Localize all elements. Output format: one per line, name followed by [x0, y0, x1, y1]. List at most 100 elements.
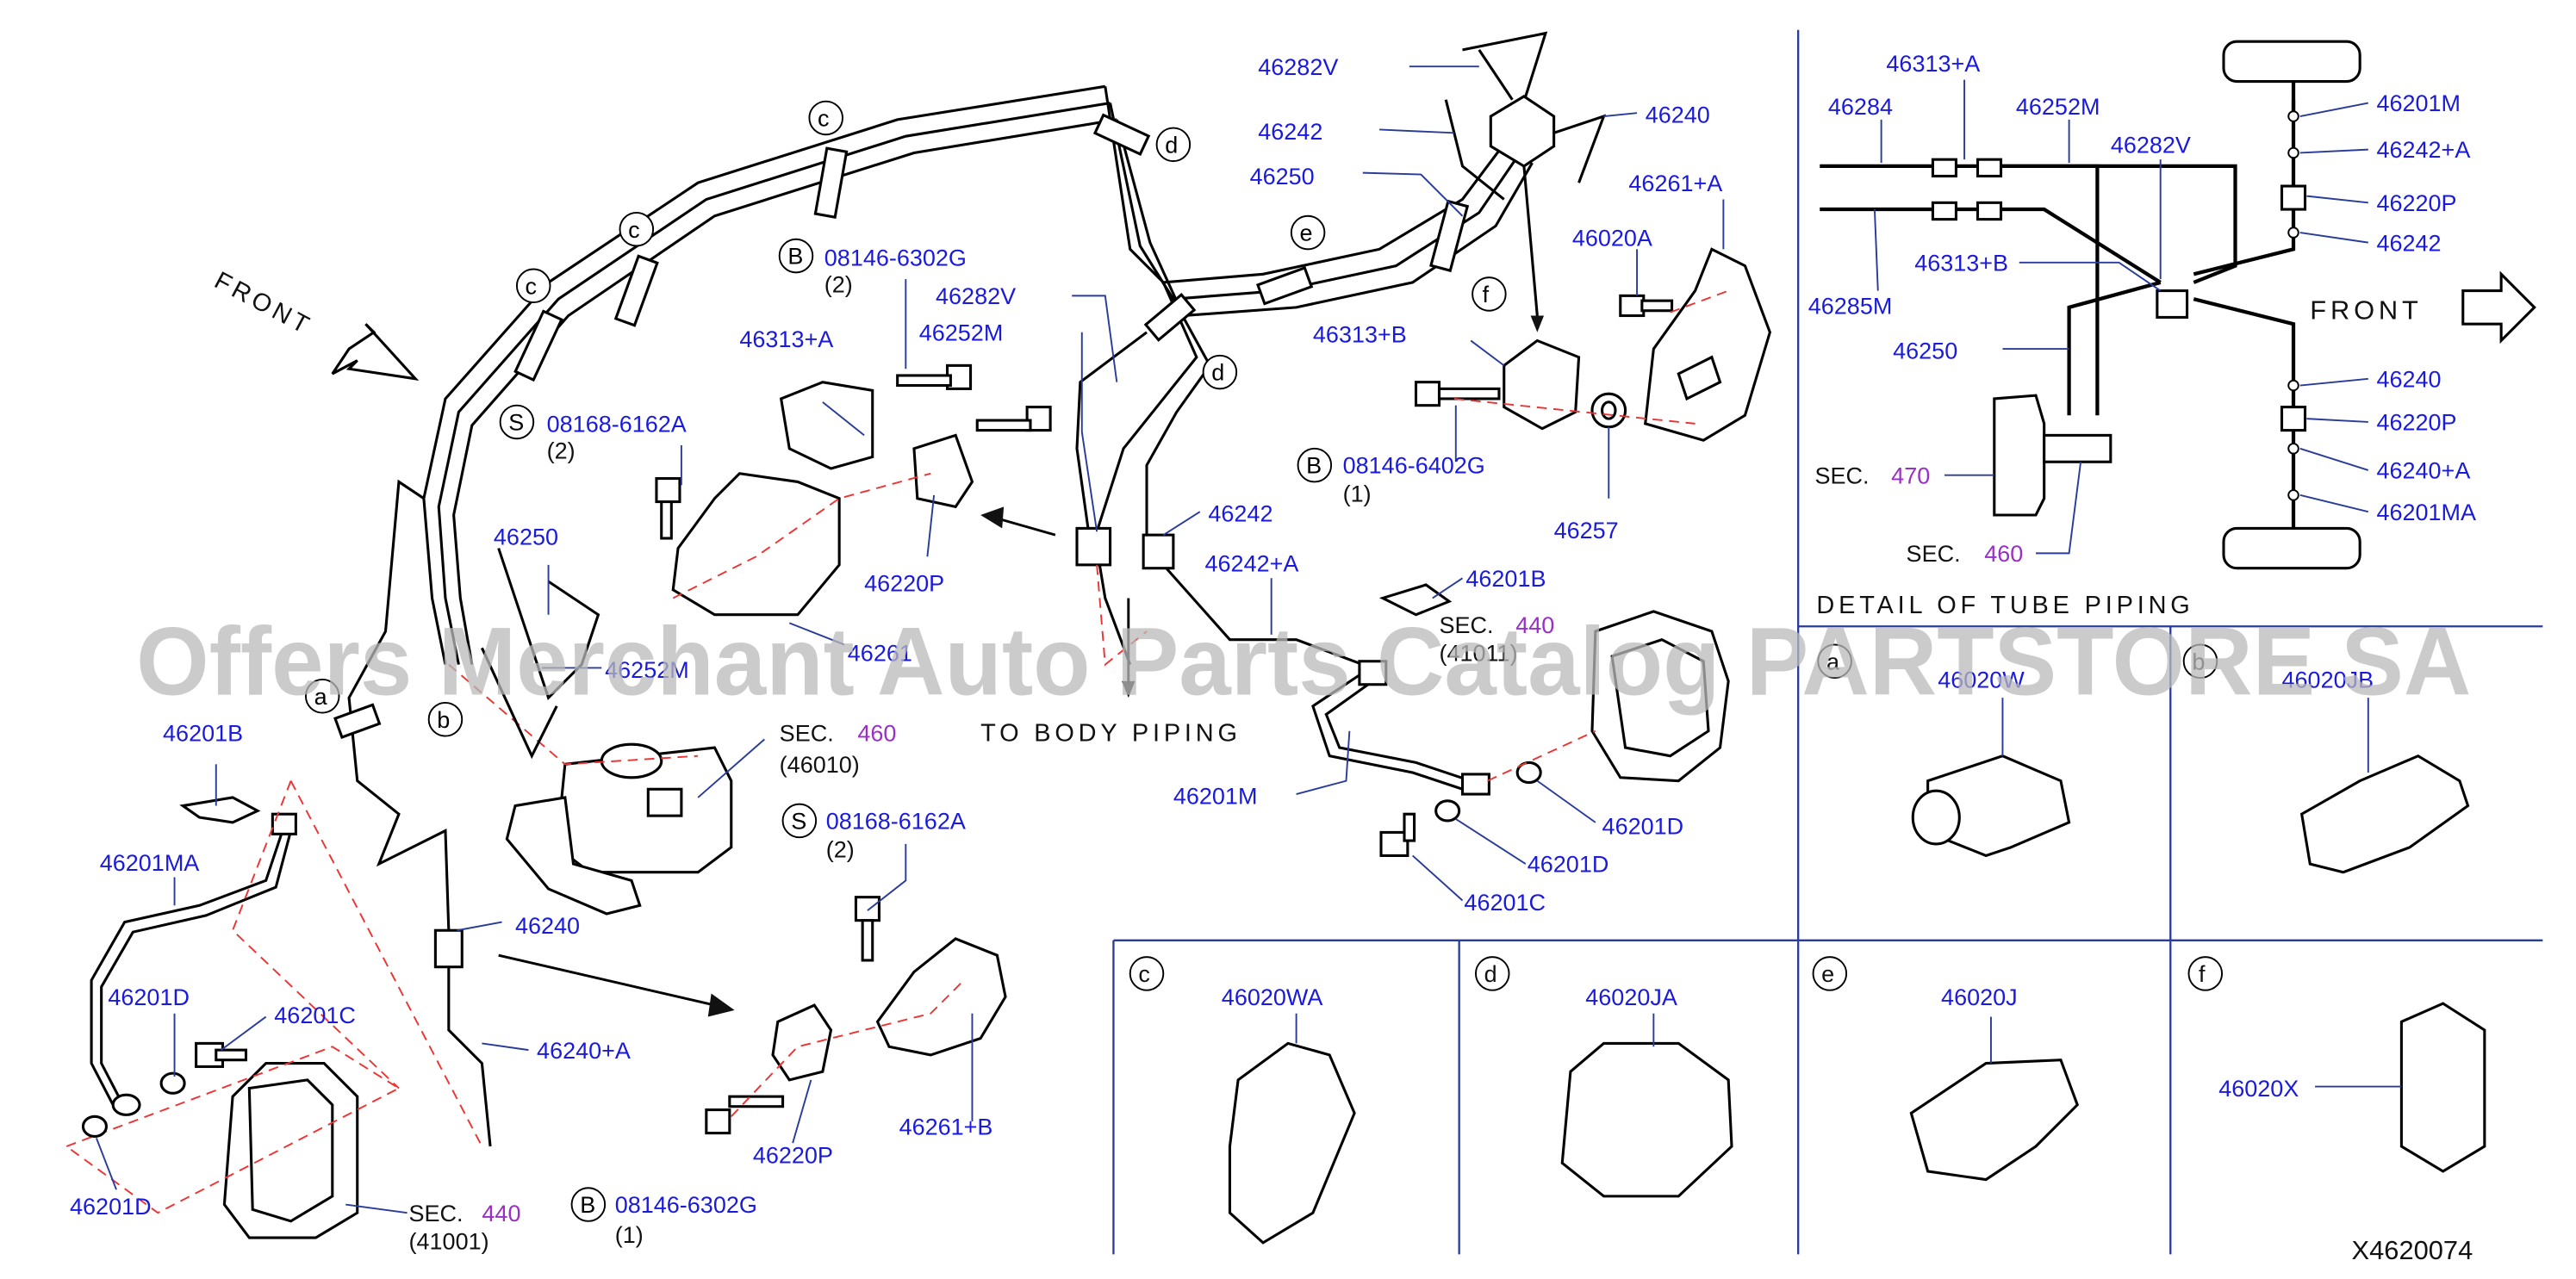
qty-2-c: (2) [826, 836, 855, 862]
label-sec-440-left-sub: (41001) [409, 1229, 489, 1255]
detail-sec-460: SEC. [1907, 541, 1961, 567]
label-08168-6162A-top: 08168-6162A [547, 412, 687, 438]
detail-46240A: 46240+A [2376, 458, 2470, 484]
label-46282V-top: 46282V [1258, 54, 1338, 80]
panel-e-part: 46020J [1941, 984, 2018, 1010]
panel-c-part: 46020WA [1222, 984, 1323, 1010]
callout-c1: c [818, 106, 830, 132]
label-46201B-mid: 46201B [1465, 566, 1546, 592]
label-46201B-left: 46201B [163, 720, 243, 746]
clip-panel-labels: a 46020W b 46020JB c 46020WA d 46020JA e… [1138, 649, 2374, 1102]
qty-1-b: (1) [615, 1222, 644, 1248]
detail-46220P-bot: 46220P [2376, 410, 2456, 436]
callout-f1: f [1483, 282, 1490, 307]
label-sec-440-left: SEC. [409, 1201, 464, 1226]
label-sec-460-mid-sub: (46010) [780, 752, 860, 778]
front-label-right: FRONT [2310, 295, 2422, 325]
callout-b1: b [437, 707, 450, 733]
label-46020A: 46020A [1572, 225, 1652, 251]
label-46220P-mid: 46220P [864, 571, 944, 597]
panel-d-part: 46020JA [1585, 984, 1677, 1010]
label-sec-440-left-num: 440 [482, 1201, 520, 1226]
label-46240A-left: 46240+A [537, 1038, 631, 1064]
detail-46242A: 46242+A [2376, 137, 2470, 163]
detail-46285M: 46285M [1808, 294, 1893, 320]
callout-letters: c c c d e d f a b B S B S B [314, 106, 1490, 1219]
panel-d-letter: d [1484, 961, 1497, 987]
label-08168-6162A-low: 08168-6162A [826, 809, 966, 835]
component-shapes [65, 31, 1772, 1239]
panel-e-letter: e [1821, 961, 1834, 987]
label-46201D-mid1: 46201D [1602, 813, 1684, 839]
label-46201C-left: 46201C [274, 1003, 356, 1028]
watermark: Offers Merchant Auto Parts Catalog PARTS… [136, 607, 2471, 715]
callout-d1: d [1165, 132, 1178, 158]
detail-46242: 46242 [2376, 230, 2441, 256]
qty-2-b: (2) [547, 438, 576, 463]
qty-2-a: (2) [824, 272, 853, 298]
label-46252M-mid: 46252M [919, 320, 1004, 345]
label-46201C-mid: 46201C [1464, 890, 1546, 916]
diagram-code: X4620074 [2352, 1235, 2473, 1265]
front-arrow-left [331, 323, 420, 381]
bolt-b-2: B [1306, 453, 1322, 479]
callout-d2: d [1211, 360, 1224, 386]
label-46261B: 46261+B [899, 1114, 993, 1140]
label-46242-mid: 46242 [1208, 501, 1272, 527]
detail-sec-470: SEC. [1814, 463, 1869, 488]
label-08146-6302G-low: 08146-6302G [615, 1192, 757, 1218]
detail-46201MA: 46201MA [2376, 500, 2476, 525]
label-46240-left: 46240 [515, 913, 580, 939]
detail-46282V: 46282V [2111, 132, 2191, 158]
detail-sec-470-num: 470 [1891, 463, 1930, 488]
detail-sec-460-num: 460 [1984, 541, 2023, 567]
label-46250-left: 46250 [494, 525, 558, 550]
label-46261-mid: 46261 [848, 641, 912, 667]
detail-46240: 46240 [2376, 366, 2441, 392]
detail-tube-piping [1820, 40, 2536, 570]
detail-46284: 46284 [1828, 94, 1893, 120]
label-46313B-top: 46313+B [1313, 321, 1407, 347]
bolt-b-3: B [580, 1192, 595, 1218]
bolt-s-2: S [791, 809, 806, 835]
label-46201M-mid: 46201M [1173, 784, 1258, 810]
label-sec-440-mid-num: 440 [1515, 612, 1554, 638]
panel-a-part: 46020W [1938, 667, 2025, 693]
label-08146-6402G: 08146-6402G [1343, 453, 1485, 479]
panel-a-letter: a [1826, 649, 1840, 674]
label-sec-440-mid: SEC. [1440, 612, 1494, 638]
label-46201D-left1: 46201D [108, 984, 190, 1010]
bolt-s-1: S [508, 410, 524, 436]
callout-c2: c [628, 217, 640, 243]
label-46220P-low: 46220P [753, 1142, 833, 1168]
label-46201D-mid2: 46201D [1528, 852, 1609, 878]
label-46252M-left: 46252M [605, 657, 689, 683]
label-46240-top: 46240 [1646, 102, 1710, 128]
detail-46313A: 46313+A [1886, 51, 1980, 77]
panel-f-letter: f [2199, 961, 2206, 987]
label-46282V-mid: 46282V [936, 283, 1016, 309]
label-sec-440-mid-sub: (41011) [1440, 641, 1518, 667]
to-body-piping-label: TO BODY PIPING [980, 719, 1241, 747]
detail-46201M: 46201M [2376, 90, 2461, 116]
label-46201MA-left: 46201MA [100, 850, 200, 876]
qty-1-a: (1) [1343, 481, 1372, 507]
panel-c-letter: c [1138, 961, 1150, 987]
callout-circles [304, 100, 2224, 1222]
label-46242-top: 46242 [1258, 119, 1322, 145]
detail-title: DETAIL OF TUBE PIPING [1816, 592, 2193, 619]
pipe-clips [333, 113, 1470, 739]
callout-e1: e [1299, 220, 1312, 246]
detail-46250: 46250 [1893, 338, 1957, 364]
clip-panel-shapes [1228, 698, 2486, 1245]
detail-46252M: 46252M [2016, 94, 2100, 120]
label-46313A-mid: 46313+A [739, 326, 833, 352]
detail-46313B: 46313+B [1914, 250, 2008, 276]
detail-46220P-top: 46220P [2376, 190, 2456, 216]
label-46242A-mid: 46242+A [1205, 551, 1299, 577]
label-08146-6302G-top: 08146-6302G [824, 245, 967, 271]
panel-b-letter: b [2192, 649, 2205, 674]
panel-b-part: 46020JB [2282, 667, 2374, 693]
